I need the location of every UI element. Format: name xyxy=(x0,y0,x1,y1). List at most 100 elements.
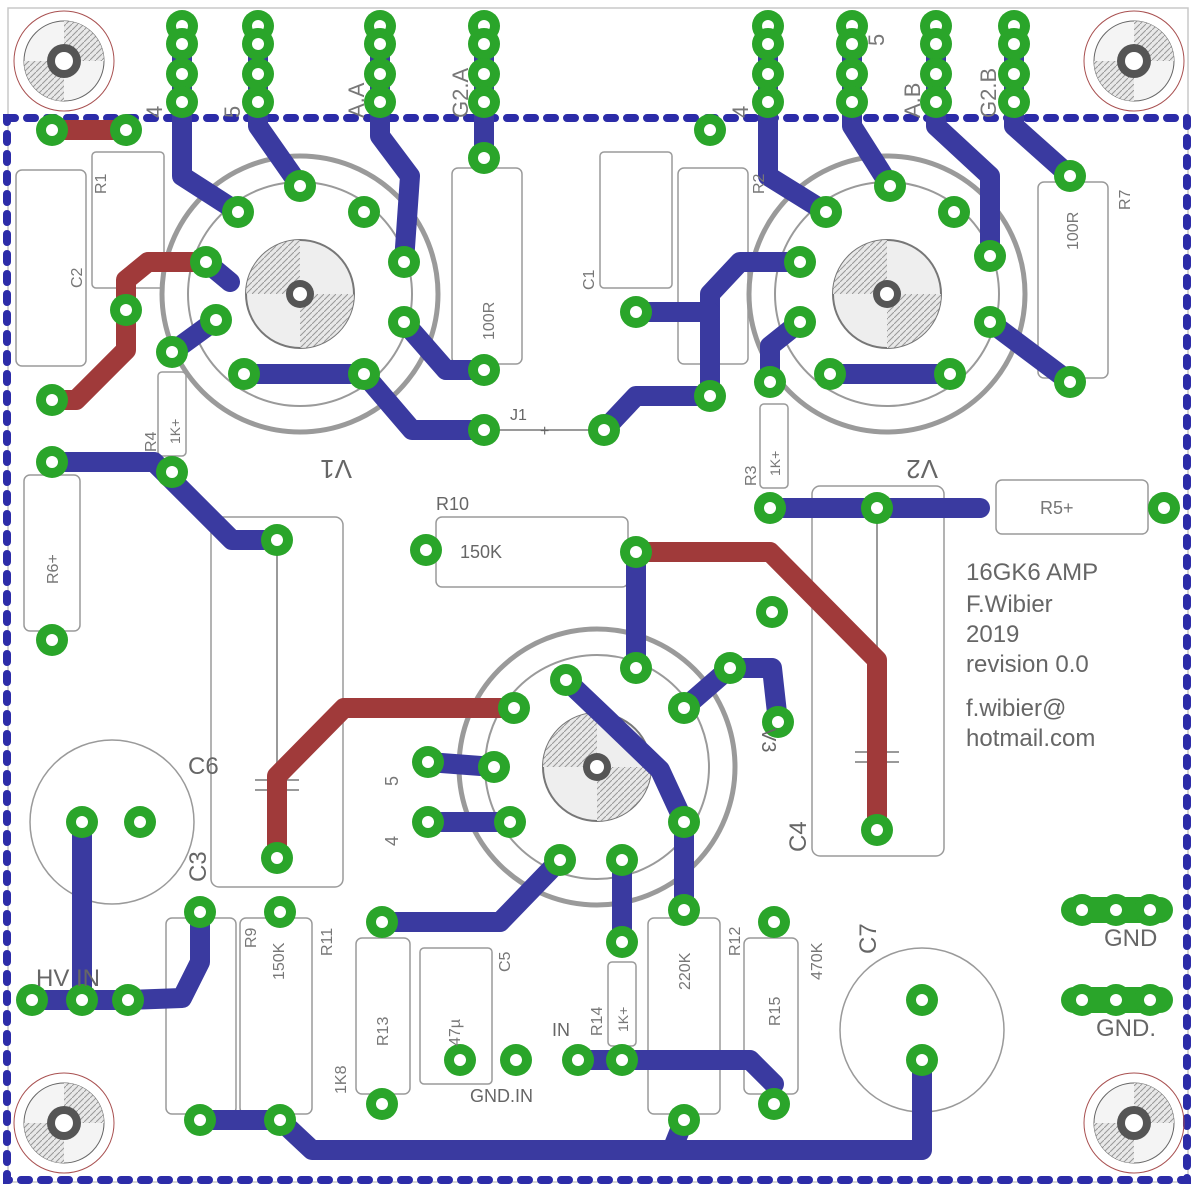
r14-label: R14 xyxy=(589,1007,606,1036)
r7-label: R7 xyxy=(1117,189,1134,210)
pad-hole xyxy=(166,466,178,478)
r5-label: R5+ xyxy=(1040,498,1074,518)
pad-hole xyxy=(122,994,134,1006)
pad-hole xyxy=(504,816,516,828)
pad-hole xyxy=(46,456,58,468)
tube-v3-label: V3 xyxy=(757,728,779,752)
pad-hole xyxy=(846,68,858,80)
pad-hole xyxy=(200,256,212,268)
pad-hole xyxy=(1144,994,1156,1006)
pad-hole xyxy=(572,1054,584,1066)
pad-hole xyxy=(398,256,410,268)
r9-label: R9 xyxy=(243,927,260,948)
pad-hole xyxy=(294,180,306,192)
pad-hole xyxy=(846,96,858,108)
pad-hole xyxy=(46,394,58,406)
pad-hole xyxy=(768,916,780,928)
pad-hole xyxy=(871,824,883,836)
pad-hole xyxy=(252,68,264,80)
pad-hole xyxy=(120,124,132,136)
pad-hole xyxy=(376,916,388,928)
pad-hole xyxy=(1158,502,1170,514)
r2-label: R2 xyxy=(751,173,768,194)
pad-hole xyxy=(704,390,716,402)
r12-value: 220K xyxy=(677,952,694,990)
pad-hole xyxy=(1064,376,1076,388)
pad-hole xyxy=(768,1098,780,1110)
pad-hole xyxy=(398,316,410,328)
pad-hole xyxy=(1076,904,1088,916)
pad-hole xyxy=(820,206,832,218)
tube-v1-label: V1 xyxy=(320,454,352,484)
pad-hole xyxy=(238,368,250,380)
contact-line-2: hotmail.com xyxy=(966,725,1095,752)
r1-label: R1 xyxy=(93,173,110,194)
pad-hole xyxy=(194,906,206,918)
pad-hole xyxy=(478,38,490,50)
c7-label: C7 xyxy=(855,923,882,954)
pad-hole xyxy=(678,904,690,916)
pad-hole xyxy=(510,1054,522,1066)
pad-hole xyxy=(630,662,642,674)
pad-hole xyxy=(252,38,264,50)
c5-value: 47µ xyxy=(447,1019,464,1046)
title-line-1: 16GK6 AMP xyxy=(966,559,1098,586)
pad-hole xyxy=(598,424,610,436)
v1-heater-b-label: 5 xyxy=(220,106,245,118)
pad-hole xyxy=(1064,170,1076,182)
pad-hole xyxy=(358,206,370,218)
mounting-hole-bottom-right xyxy=(1083,1072,1185,1174)
v1-g2-label: G2.A xyxy=(448,68,473,118)
pad-hole xyxy=(630,306,642,318)
pad-hole xyxy=(678,816,690,828)
pad-hole xyxy=(271,852,283,864)
pad-hole xyxy=(948,206,960,218)
v1-heater-a-label: 4 xyxy=(142,106,167,118)
pad-hole xyxy=(762,68,774,80)
pad-hole xyxy=(166,346,178,358)
pad-hole xyxy=(1008,96,1020,108)
pad-hole xyxy=(488,761,500,773)
pad-hole xyxy=(1144,904,1156,916)
pad-hole xyxy=(454,1054,466,1066)
pad-hole xyxy=(46,124,58,136)
pad-hole xyxy=(76,816,88,828)
pad-hole xyxy=(944,368,956,380)
pad-hole xyxy=(478,152,490,164)
v2-anode-label: A.B xyxy=(900,83,925,118)
pad-hole xyxy=(422,756,434,768)
r15-label: R15 xyxy=(767,997,784,1026)
r10-label: R10 xyxy=(436,494,469,514)
gnd-label: GND xyxy=(1104,925,1157,952)
pad-hole xyxy=(871,502,883,514)
pad-hole xyxy=(420,544,432,556)
pad-hole xyxy=(210,314,222,326)
tube-v2-label: V2 xyxy=(906,454,938,484)
r11-label: R11 xyxy=(319,928,336,956)
pad-hole xyxy=(252,96,264,108)
pad-hole xyxy=(374,96,386,108)
v3-heater-5-label: 5 xyxy=(382,776,402,786)
v2-heater-a-label: 4 xyxy=(728,106,753,118)
pad-hole xyxy=(376,1098,388,1110)
pad-hole xyxy=(271,534,283,546)
tube-socket-v1 xyxy=(159,153,441,435)
pad-hole xyxy=(358,368,370,380)
pad-hole xyxy=(76,994,88,1006)
r13-value: 1K8 xyxy=(333,1065,350,1094)
c5-label: C5 xyxy=(497,951,514,972)
pad-hole xyxy=(274,1114,286,1126)
mounting-hole-top-right xyxy=(1083,10,1185,112)
pad-hole xyxy=(478,96,490,108)
pad-hole xyxy=(678,702,690,714)
v2-g2-label: G2.B xyxy=(976,68,1001,118)
board-title: 16GK6 AMP F.Wibier 2019 revision 0.0 f.w… xyxy=(966,559,1098,752)
pad-hole xyxy=(616,854,628,866)
c1-label: C1 xyxy=(581,269,598,290)
pad-hole xyxy=(478,68,490,80)
pad-hole xyxy=(560,674,572,686)
r7-value: 100R xyxy=(1065,212,1082,250)
pad-hole xyxy=(930,96,942,108)
pad-hole xyxy=(478,364,490,376)
